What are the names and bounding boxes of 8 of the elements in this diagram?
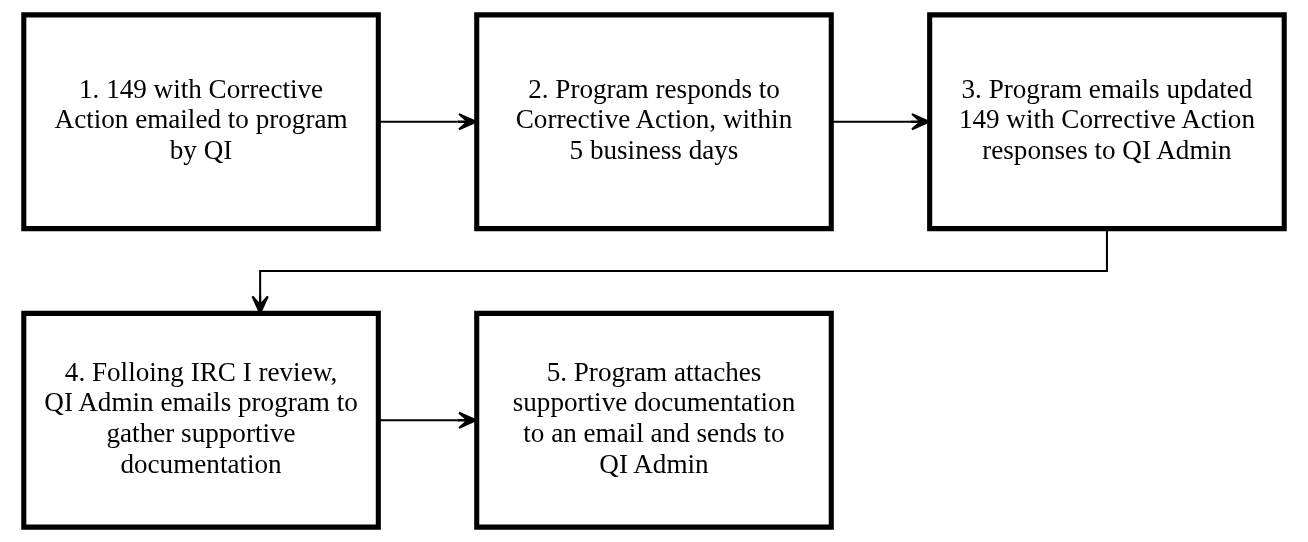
arrow (831, 113, 930, 131)
node-box: 4. Folloing IRC I review, QI Admin emails program to gather supportive documentation (21, 310, 381, 530)
node-box: 2. Program responds to Corrective Action, within 5 business days (474, 12, 834, 232)
node-box: 3. Program emails updated 149 with Corrective Action responses to QI Admin (927, 12, 1287, 232)
arrow (378, 113, 478, 131)
node-box: 5. Program attaches supportive documentation to an email and sends to QI Admin (474, 310, 834, 530)
arrow (378, 411, 478, 429)
node-box: 1. 149 with Corrective Action emailed to program by QI (21, 12, 381, 232)
